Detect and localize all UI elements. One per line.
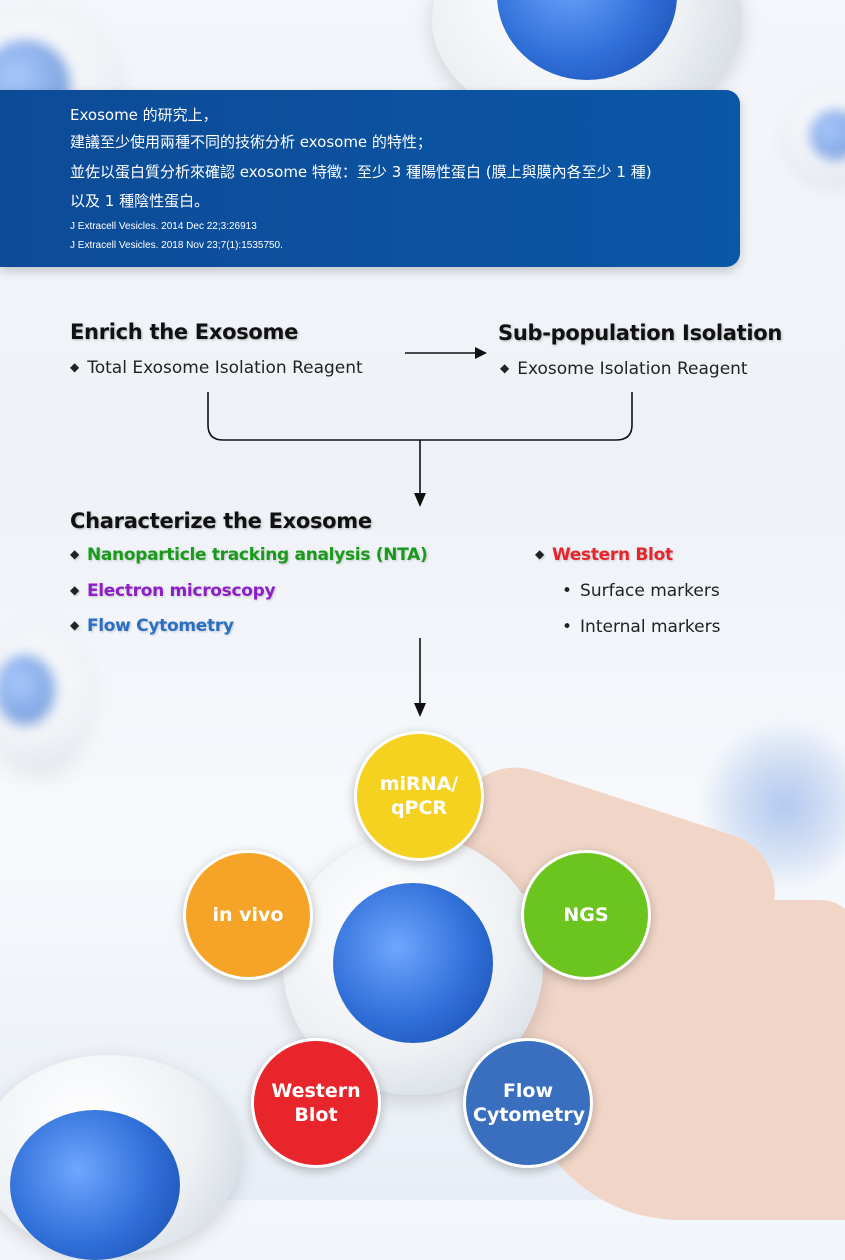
bubble-label: NGS [563, 904, 609, 926]
diamond-bullet-icon: ◆ [70, 583, 79, 597]
flow-connectors [207, 347, 633, 717]
method-label: Western Blot [551, 545, 673, 565]
diamond-bullet-icon: ◆ [70, 618, 79, 632]
enrich-item: ◆ Total Exosome Isolation Reagent [70, 358, 363, 378]
cell-image [0, 625, 90, 770]
method-label: Electron microscopy [86, 581, 276, 601]
marker-item: • Internal markers [562, 617, 720, 637]
subpop-item: ◆ Exosome Isolation Reagent [500, 359, 748, 379]
method-label: Flow Cytometry [86, 616, 234, 636]
method-western-blot: ◆ Western Blot [535, 545, 673, 565]
bubble-label: miRNA/ qPCR [379, 773, 459, 819]
bubble-mirna-qpcr: miRNA/ qPCR [354, 731, 484, 861]
reference: J Extracell Vesicles. 2018 Nov 23;7(1):1… [70, 240, 283, 251]
bubble-in-vivo: in vivo [183, 850, 313, 980]
bubble-label: in vivo [212, 904, 284, 926]
method-em: ◆ Electron microscopy [70, 581, 276, 601]
bullet-icon: • [562, 581, 573, 601]
bubble-label: Flow Cytometry [473, 1080, 585, 1126]
reference: J Extracell Vesicles. 2014 Dec 22;3:2691… [70, 221, 257, 232]
info-line: Exosome 的研究上， [70, 106, 218, 124]
diamond-bullet-icon: ◆ [70, 547, 79, 561]
marker-label: Surface markers [580, 581, 720, 601]
subpop-item-label: Exosome Isolation Reagent [517, 359, 748, 379]
marker-item: • Surface markers [562, 581, 720, 601]
bracket-connector [207, 392, 633, 441]
subpop-title: Sub-population Isolation [498, 321, 783, 345]
diamond-bullet-icon: ◆ [500, 361, 510, 375]
diamond-bullet-icon: ◆ [70, 360, 80, 374]
bubble-ngs: NGS [521, 850, 651, 980]
bubble-flow-cytometry: Flow Cytometry [463, 1038, 593, 1168]
diamond-bullet-icon: ◆ [535, 547, 544, 561]
cell-image [0, 1055, 240, 1260]
bubble-western-blot: Western Blot [251, 1038, 381, 1168]
method-label: Nanoparticle tracking analysis (NTA) [86, 545, 428, 565]
enrich-item-label: Total Exosome Isolation Reagent [87, 358, 363, 378]
method-nta: ◆ Nanoparticle tracking analysis (NTA) [70, 545, 428, 565]
bubble-label: Western Blot [271, 1080, 361, 1126]
info-box: Exosome 的研究上， 建議至少使用兩種不同的技術分析 exosome 的特… [0, 90, 740, 267]
info-line: 以及 1 種陰性蛋白。 [70, 192, 210, 210]
marker-label: Internal markers [580, 617, 721, 637]
info-line: 並佐以蛋白質分析來確認 exosome 特徵：至少 3 種陽性蛋白 (膜上與膜內… [70, 163, 652, 181]
info-line: 建議至少使用兩種不同的技術分析 exosome 的特性； [70, 133, 432, 151]
enrich-title: Enrich the Exosome [70, 320, 299, 344]
method-flow: ◆ Flow Cytometry [70, 616, 234, 636]
characterize-title: Characterize the Exosome [70, 509, 372, 533]
bullet-icon: • [562, 617, 573, 637]
